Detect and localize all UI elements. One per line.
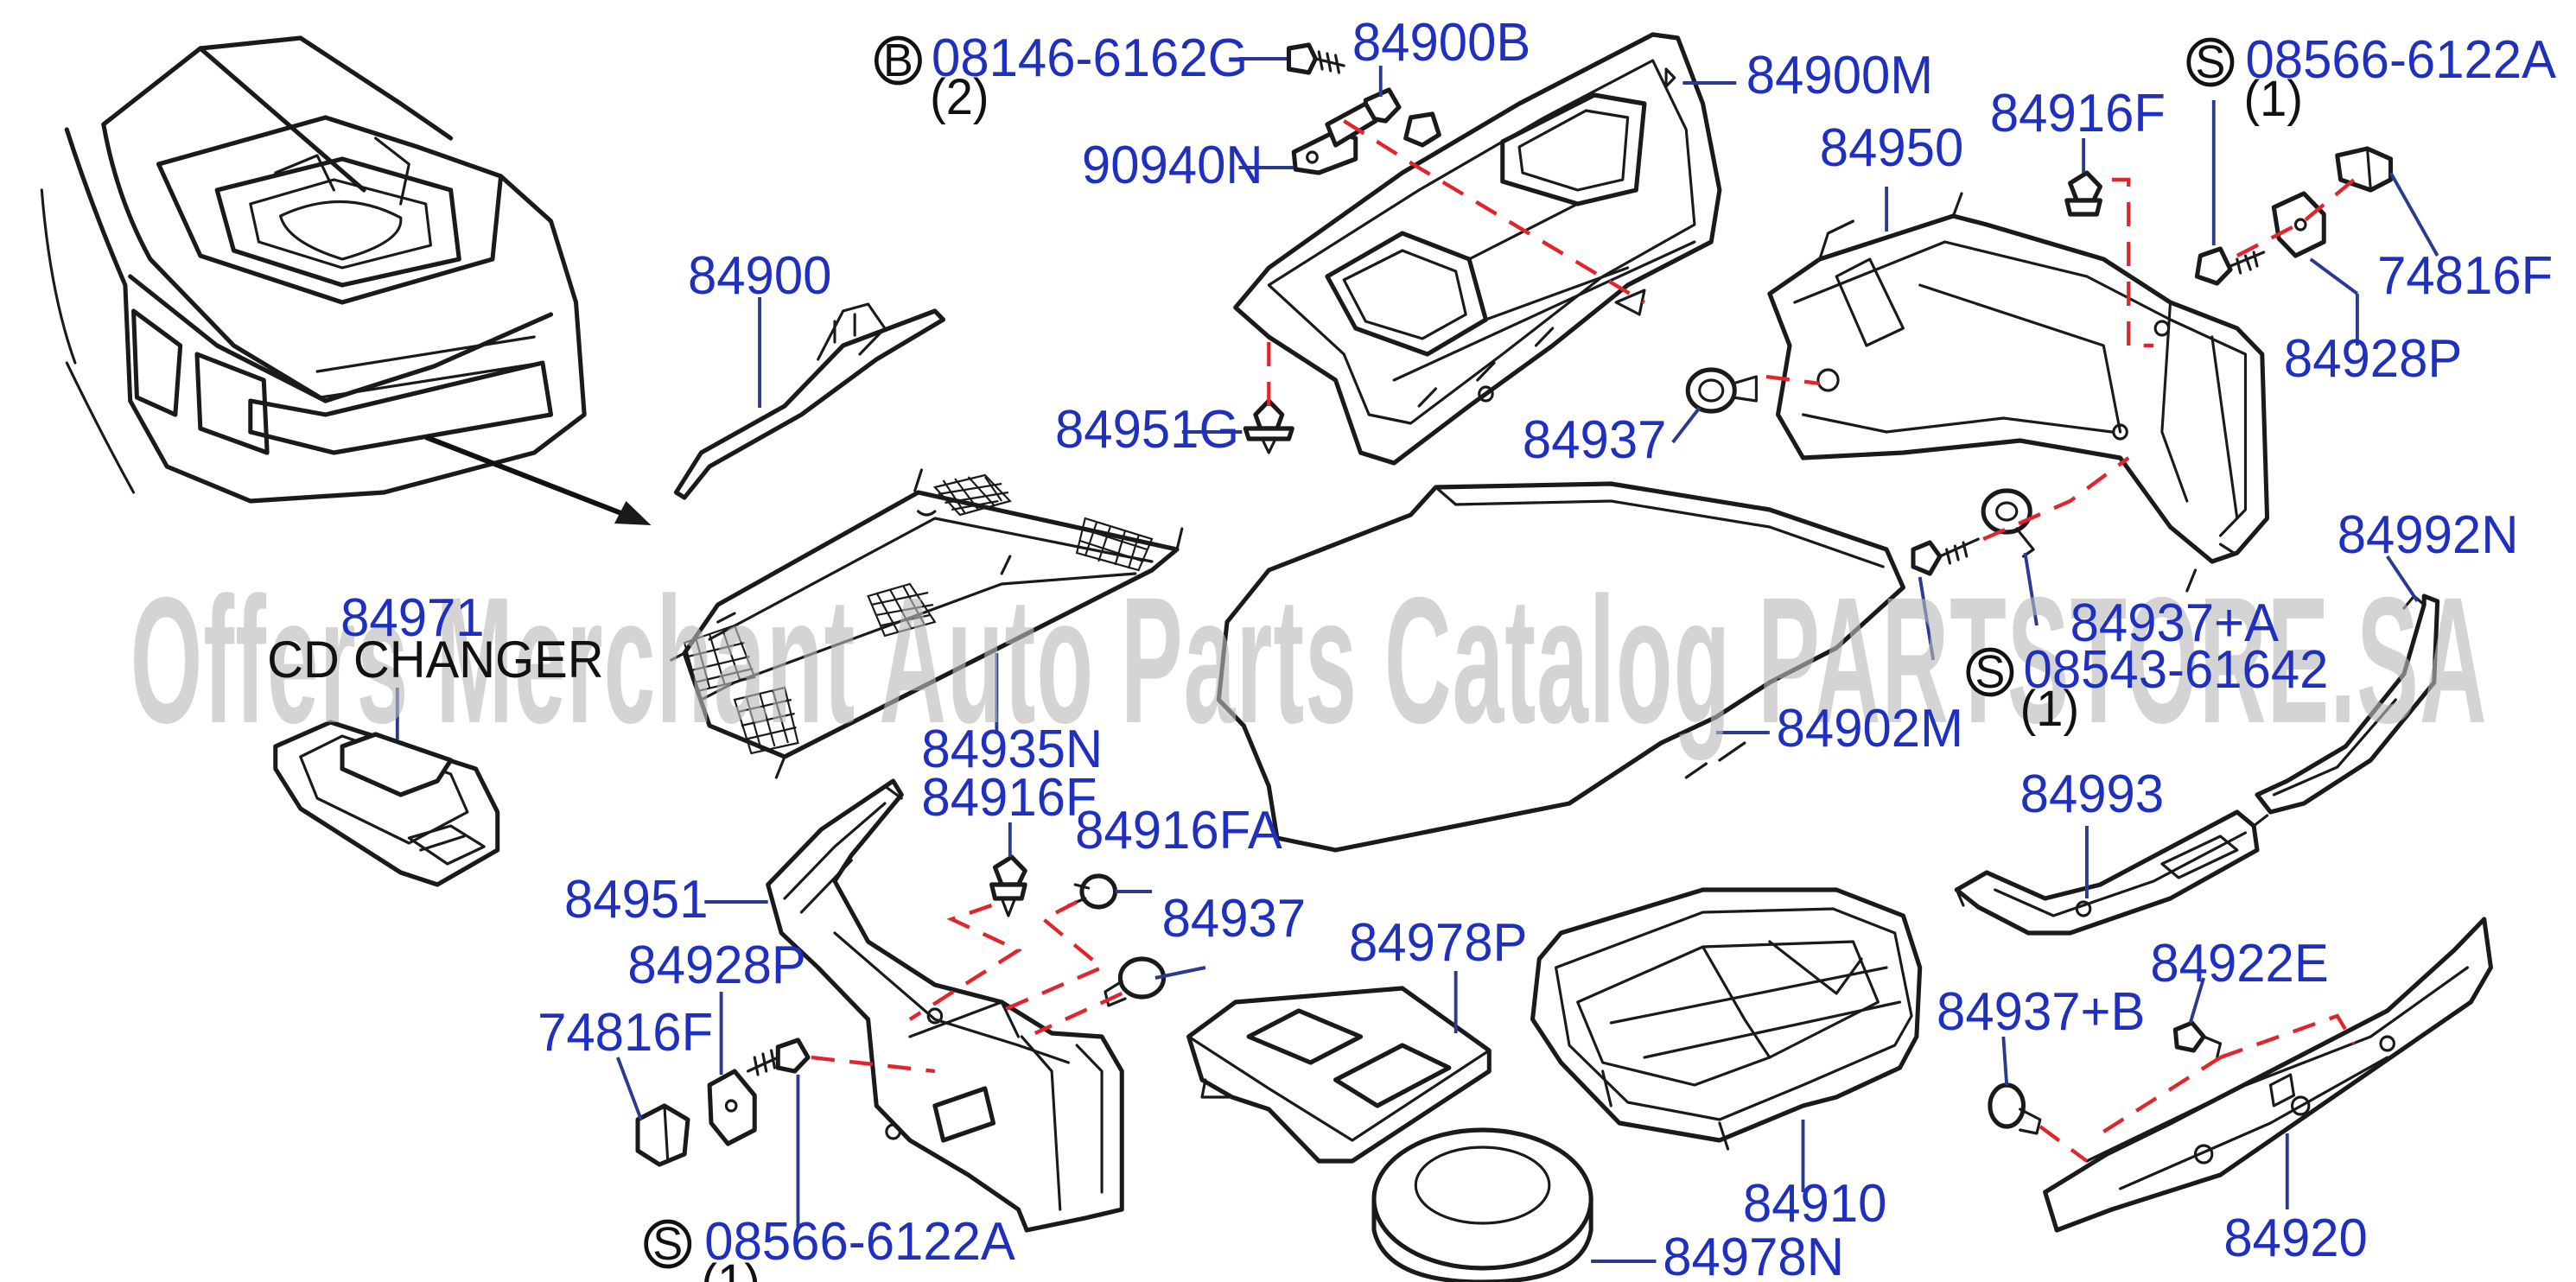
part-label-84916f-top[interactable]: 84916F <box>1990 83 2166 143</box>
spacer-ring-84978n <box>1371 1127 1657 1282</box>
part-label-84928p-left[interactable]: 84928P <box>627 935 805 994</box>
part-label-84978n[interactable]: 84978N <box>1663 1227 1844 1282</box>
part-label-84951[interactable]: 84951 <box>564 869 708 929</box>
trim-strip-84900 <box>673 297 946 500</box>
part-label-84900b[interactable]: 84900B <box>1352 12 1530 72</box>
callout-s-bottom-circle <box>644 1219 692 1269</box>
part-label-84922e[interactable]: 84922E <box>2150 933 2328 993</box>
part-label-84910[interactable]: 84910 <box>1743 1173 1886 1233</box>
callout-s-bottom-08566-6122a[interactable]: S 08566-6122A (1) <box>644 1211 1016 1282</box>
fastener-group-right <box>2064 100 2439 346</box>
part-label-84937-mid[interactable]: 84937 <box>1162 888 1306 948</box>
trim-strip-84992n <box>2255 555 2440 815</box>
cargo-net-84935n <box>670 468 1184 779</box>
spacer-84978p <box>1186 971 1492 1164</box>
part-label-74816f-right[interactable]: 74816F <box>2377 245 2553 305</box>
callout-b-part-number[interactable]: 08146-6162G <box>932 28 1248 87</box>
part-label-84902m[interactable]: 84902M <box>1777 698 1963 758</box>
spare-tire-cover-84910 <box>1530 887 1923 1192</box>
callout-s-top-08566-6122a[interactable]: S 08566-6122A (1) <box>2186 29 2557 127</box>
part-label-84928p-right[interactable]: 84928P <box>2284 328 2462 388</box>
part-label-84937b[interactable]: 84937+B <box>1937 981 2145 1041</box>
trunk-side-finisher-84951 <box>704 778 1124 1233</box>
installation-dashed-lines <box>811 119 2364 1163</box>
rear-panel-finisher-84920 <box>1988 917 2493 1233</box>
clip-84951g <box>1181 398 1294 454</box>
part-label-84971[interactable]: 84971 <box>340 587 484 647</box>
part-label-84920[interactable]: 84920 <box>2223 1208 2367 1267</box>
cd-changer-84971 <box>273 688 500 887</box>
part-label-84937a[interactable]: 84937+A <box>2070 593 2280 652</box>
car-rear-overview-drawing <box>40 35 652 525</box>
callout-s-top-part-number[interactable]: 08566-6122A <box>2245 29 2556 89</box>
callout-s-mid-letter: S <box>1975 646 2005 698</box>
callout-s-mid-08543-61642[interactable]: S 08543-61642 (1) <box>1966 639 2329 737</box>
part-label-84950[interactable]: 84950 <box>1820 117 1963 177</box>
callout-s-bottom-letter: S <box>652 1218 683 1270</box>
part-label-84937-top[interactable]: 84937 <box>1523 409 1666 469</box>
fastener-group-left <box>616 822 1206 1230</box>
part-label-84916f-mid[interactable]: 84916F <box>921 767 1097 827</box>
callout-b-08146-6162g[interactable]: B 08146-6162G (2) <box>874 28 1248 125</box>
trunk-floor-mat-84902m <box>1216 481 1905 853</box>
callout-b-letter: B <box>883 35 913 86</box>
callout-s-top-quantity: (1) <box>2244 71 2303 127</box>
callout-b-circle <box>874 35 922 86</box>
part-label-74816f-left[interactable]: 74816F <box>537 1002 713 1062</box>
part-label-84951g[interactable]: 84951G <box>1055 399 1239 459</box>
part-label-84900[interactable]: 84900 <box>688 245 831 305</box>
watermark-text: Offers Merchant Auto Parts Catalog PARTS… <box>130 561 2488 761</box>
round-clip-84937-top <box>1671 367 1758 444</box>
trunk-lid-finisher-84900m <box>1233 32 1737 466</box>
part-label-84900m[interactable]: 84900M <box>1746 45 1933 105</box>
callout-s-mid-quantity: (1) <box>2020 681 2079 737</box>
callout-s-top-circle <box>2186 37 2235 87</box>
cd-changer-label: CD CHANGER <box>267 631 604 689</box>
callout-s-top-letter: S <box>2196 36 2226 88</box>
callout-b-quantity: (2) <box>930 69 989 125</box>
trim-84993 <box>1954 809 2269 936</box>
diagram-code: J849009E <box>2357 1274 2576 1282</box>
callout-s-mid-part-number[interactable]: 08543-61642 <box>2024 639 2329 699</box>
part-label-84993[interactable]: 84993 <box>2020 764 2164 823</box>
part-label-84978p[interactable]: 84978P <box>1349 912 1527 972</box>
part-label-84916fa[interactable]: 84916FA <box>1075 800 1282 860</box>
part-label-84935n[interactable]: 84935N <box>921 719 1103 778</box>
callout-s-mid-circle <box>1966 647 2014 697</box>
callout-s-bottom-quantity: (1) <box>701 1254 760 1282</box>
part-label-84992n[interactable]: 84992N <box>2337 505 2519 564</box>
part-labels: 84900 84951G 84900B 90940N 84900M 84937 … <box>267 12 2553 1282</box>
trunk-side-finisher-84950 <box>1767 187 2270 593</box>
callout-s-bottom-part-number[interactable]: 08566-6122A <box>704 1211 1015 1271</box>
part-label-90940n[interactable]: 90940N <box>1082 135 1263 194</box>
